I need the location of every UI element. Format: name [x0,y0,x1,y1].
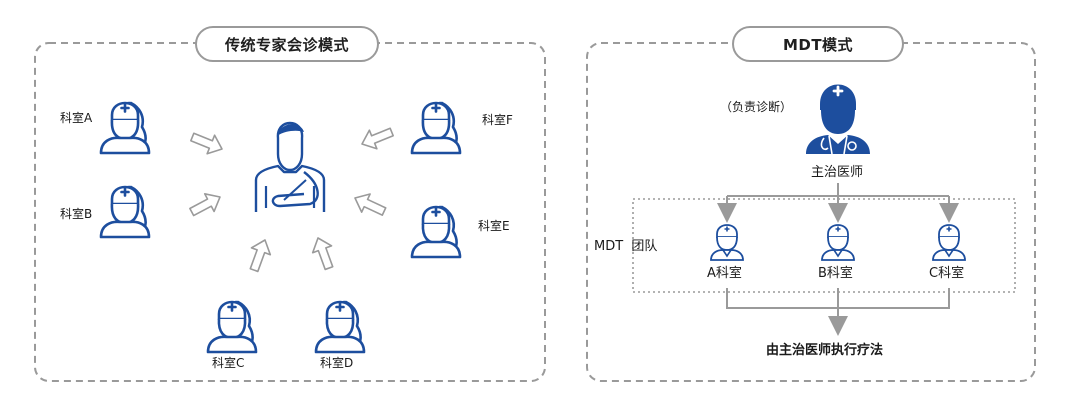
arrow-icon [186,187,226,222]
team-doctor-icon-c [932,224,966,261]
dept-label-d: 科室D [320,356,354,370]
arrow-icon [307,233,340,273]
arrow-icon [187,126,227,160]
doctor-icon-c [206,300,258,354]
arrow-icon [243,235,276,275]
outcome-label: 由主治医师执行疗法 [766,343,884,358]
dept-label-e: 科室E [478,219,510,233]
team-dept-label-b: B科室 [818,266,853,281]
mdt-mode-title: MDT模式 [732,26,904,62]
team-doctor-icon-a [710,224,744,261]
lead-doctor-label: 主治医师 [811,165,864,180]
dept-label-f: 科室F [482,113,513,127]
dept-label-b: 科室B [60,207,93,221]
team-dept-label-a: A科室 [707,266,742,281]
traditional-mode-title: 传统专家会诊模式 [195,26,379,62]
doctor-icon-d [314,300,366,354]
arrow-icon [357,121,397,155]
doctor-icon-f [410,101,462,155]
patient-icon [254,121,326,212]
team-doctor-icon-b [821,224,855,261]
mdt-team-label: MDT 团队 [594,239,658,254]
dept-label-c: 科室C [212,356,245,370]
team-dept-label-c: C科室 [929,266,965,281]
doctor-icon-a [99,101,151,155]
role-note: （负责诊断） [720,100,793,114]
lead-doctor-icon [806,84,870,155]
doctor-icon-b [99,185,151,239]
doctor-icon-e [410,205,462,259]
dept-label-a: 科室A [60,111,93,125]
arrow-icon [349,188,390,222]
